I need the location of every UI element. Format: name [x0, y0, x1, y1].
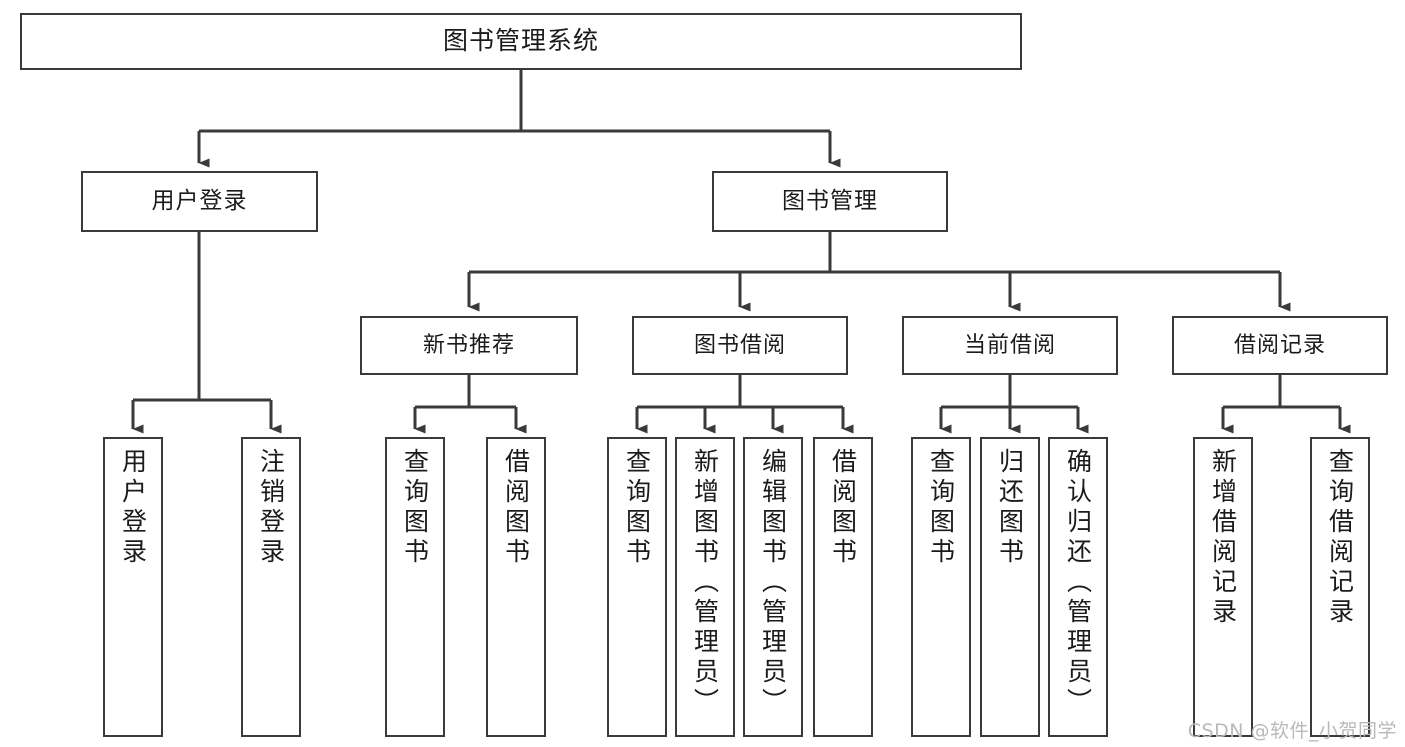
node-label: 新增借阅记录 [1208, 448, 1238, 628]
node-book-management[interactable]: 图书管理 [712, 171, 948, 232]
leaf-current-confirm-return-admin[interactable]: 确认归还（管理员） [1048, 437, 1108, 737]
node-label: 用户登录 [151, 188, 248, 215]
leaf-newbook-borrow-book[interactable]: 借阅图书 [486, 437, 546, 737]
node-label: 用户登录 [118, 448, 148, 568]
node-label: 借阅记录 [1233, 332, 1326, 358]
node-label: 当前借阅 [963, 332, 1056, 358]
node-label: 确认归还（管理员） [1063, 448, 1093, 718]
node-label: 查询图书 [622, 448, 652, 568]
node-label: 编辑图书（管理员） [758, 448, 788, 718]
leaf-borrow-query-book[interactable]: 查询图书 [607, 437, 667, 737]
leaf-borrow-borrow-book[interactable]: 借阅图书 [813, 437, 873, 737]
node-label: 归还图书 [995, 448, 1025, 568]
leaf-borrow-add-book-admin[interactable]: 新增图书（管理员） [675, 437, 735, 737]
leaf-record-query-borrow-record[interactable]: 查询借阅记录 [1310, 437, 1370, 737]
node-book-borrow[interactable]: 图书借阅 [632, 316, 848, 375]
node-label: 图书管理 [782, 188, 878, 215]
leaf-borrow-edit-book-admin[interactable]: 编辑图书（管理员） [743, 437, 803, 737]
node-label: 查询图书 [400, 448, 430, 568]
node-borrow-record[interactable]: 借阅记录 [1172, 316, 1388, 375]
leaf-newbook-query-book[interactable]: 查询图书 [385, 437, 445, 737]
leaf-user-logout[interactable]: 注销登录 [241, 437, 301, 737]
node-label: 新书推荐 [422, 332, 515, 358]
node-root-system[interactable]: 图书管理系统 [20, 13, 1022, 70]
node-label: 借阅图书 [828, 448, 858, 568]
node-label: 查询借阅记录 [1325, 448, 1355, 628]
node-label: 图书管理系统 [442, 26, 599, 56]
node-new-book-recommend[interactable]: 新书推荐 [360, 316, 578, 375]
leaf-user-login[interactable]: 用户登录 [103, 437, 163, 737]
leaf-current-return-book[interactable]: 归还图书 [980, 437, 1040, 737]
node-current-borrow[interactable]: 当前借阅 [902, 316, 1118, 375]
node-label: 图书借阅 [693, 332, 786, 358]
node-label: 注销登录 [256, 448, 286, 568]
leaf-record-add-borrow-record[interactable]: 新增借阅记录 [1193, 437, 1253, 737]
node-label: 查询图书 [926, 448, 956, 568]
node-user-login[interactable]: 用户登录 [81, 171, 318, 232]
node-label: 新增图书（管理员） [690, 448, 720, 718]
leaf-current-query-book[interactable]: 查询图书 [911, 437, 971, 737]
node-label: 借阅图书 [501, 448, 531, 568]
